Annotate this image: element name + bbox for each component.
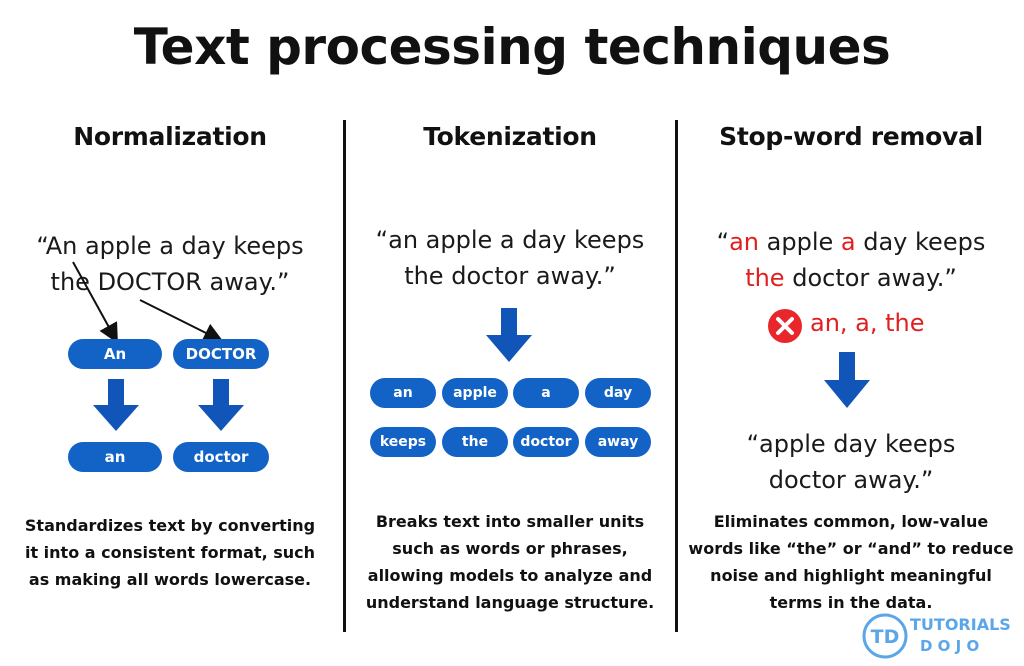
pointer-arrow-an bbox=[72, 261, 118, 344]
stopword-description: Eliminates common, low-value words like … bbox=[688, 512, 1014, 612]
stopword-highlight: a bbox=[840, 228, 856, 256]
token-pill: keeps bbox=[370, 427, 436, 457]
pill-doctor-lower: doctor bbox=[173, 442, 269, 472]
token-pill: the bbox=[442, 427, 508, 457]
normalization-quote: “An apple a day keeps the DOCTOR away.” bbox=[0, 228, 340, 300]
logo-badge-text: TD bbox=[871, 626, 900, 648]
token-pill: an bbox=[370, 378, 436, 408]
tokenization-heading: Tokenization bbox=[423, 122, 597, 151]
pill-an-lower: an bbox=[68, 442, 162, 472]
tokenization-quote-line2: the doctor away.” bbox=[404, 262, 616, 290]
remove-x-icon bbox=[768, 309, 802, 343]
normalization-quote-line1: “An apple a day keeps bbox=[36, 232, 304, 260]
down-arrow-icon bbox=[486, 308, 532, 362]
tokenization-quote-line1: “an apple a day keeps bbox=[375, 226, 645, 254]
down-arrow-icon bbox=[198, 379, 244, 431]
normalization-description: Standardizes text by converting it into … bbox=[24, 516, 316, 589]
tokenization-description: Breaks text into smaller units such as w… bbox=[365, 512, 655, 612]
stopword-highlight: an bbox=[729, 228, 760, 256]
logo-line1: TUTORIALS bbox=[910, 615, 1011, 634]
page-title: Text processing techniques bbox=[133, 18, 891, 76]
token-pill: day bbox=[585, 378, 651, 408]
pill-doctor-upper: DOCTOR bbox=[173, 339, 269, 369]
token-pill: apple bbox=[442, 378, 508, 408]
removed-words: an, a, the bbox=[810, 309, 925, 337]
token-pill: a bbox=[513, 378, 579, 408]
stopword-quote-line2: the doctor away.” bbox=[745, 264, 957, 292]
down-arrow-icon bbox=[824, 352, 870, 408]
down-arrow-icon bbox=[93, 379, 139, 431]
column-divider-1 bbox=[343, 120, 346, 632]
stopword-result-line2: doctor away.” bbox=[768, 466, 934, 494]
pointer-arrow-doctor bbox=[139, 299, 224, 342]
logo-line2: D O J O bbox=[920, 637, 980, 655]
token-pill: away bbox=[585, 427, 651, 457]
stopword-result-line1: “apple day keeps bbox=[746, 430, 956, 458]
tokenization-quote: “an apple a day keeps the doctor away.” bbox=[346, 222, 674, 294]
column-divider-2 bbox=[675, 120, 678, 632]
stopword-highlight: the bbox=[745, 264, 785, 292]
stopword-quote: “an apple a day keeps the doctor away.” bbox=[678, 224, 1024, 296]
token-pill: doctor bbox=[513, 427, 579, 457]
stopword-quote-line1: “an apple a day keeps bbox=[716, 228, 986, 256]
normalization-quote-line2: the DOCTOR away.” bbox=[50, 268, 290, 296]
normalization-heading: Normalization bbox=[73, 122, 267, 151]
stopword-result: “apple day keeps doctor away.” bbox=[678, 426, 1024, 498]
stopword-heading: Stop-word removal bbox=[719, 122, 983, 151]
td-badge-icon: TD bbox=[862, 613, 908, 659]
normalization-pointer-arrows bbox=[72, 261, 224, 344]
pill-an-upper: An bbox=[68, 339, 162, 369]
